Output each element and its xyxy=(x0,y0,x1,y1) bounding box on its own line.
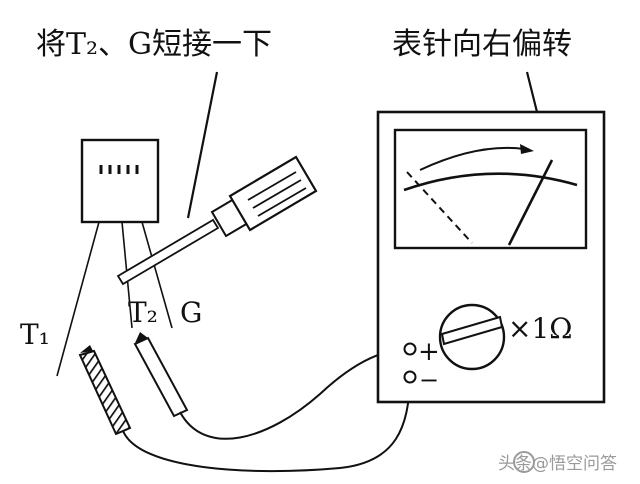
left-instruction-caption: 将T₂、G短接一下 xyxy=(36,27,272,62)
black-probe-body xyxy=(78,349,132,436)
screwdriver-handle-grooves xyxy=(247,171,307,217)
range-label: ×1Ω xyxy=(508,312,573,345)
black-probe-tip xyxy=(80,345,93,353)
deflection-arrowhead xyxy=(520,144,534,154)
screwdriver xyxy=(116,155,318,286)
right-caption-leader xyxy=(525,71,539,113)
deflection-arrow xyxy=(419,146,525,171)
t2-label: T₂ xyxy=(128,296,158,329)
needle-rest-position xyxy=(406,171,473,244)
multimeter: ×1Ω + − xyxy=(376,110,606,404)
red-lead-wire xyxy=(179,348,407,440)
plus-terminal xyxy=(403,342,417,356)
screwdriver-handle xyxy=(228,155,318,232)
needle-deflected xyxy=(507,159,554,246)
scr-body-marks xyxy=(99,165,139,174)
meter-scale-arc xyxy=(403,172,578,192)
meter-dial-window xyxy=(393,128,588,250)
red-probe xyxy=(133,332,189,418)
red-probe-tip xyxy=(135,332,148,343)
minus-terminal xyxy=(403,370,417,384)
range-knob-pointer xyxy=(440,315,504,346)
right-instruction-caption: 表针向右偏转 xyxy=(392,27,572,62)
plus-terminal-label: + xyxy=(418,337,440,367)
g-label: G xyxy=(180,296,202,329)
t1-label: T₁ xyxy=(20,318,50,351)
black-probe xyxy=(78,345,132,436)
watermark-text: 头条@悟空问答 xyxy=(498,454,617,474)
red-probe-body xyxy=(133,336,189,418)
screwdriver-shaft xyxy=(116,218,220,286)
watermark: 头条@悟空问答 xyxy=(498,451,617,474)
left-caption-leader xyxy=(186,71,219,219)
watermark-logo-icon xyxy=(513,451,535,473)
minus-terminal-label: − xyxy=(419,366,439,394)
t1-pin xyxy=(56,221,100,377)
g-pin xyxy=(141,221,173,329)
black-lead-wire xyxy=(122,376,411,473)
scr-body xyxy=(80,138,160,224)
scr-component xyxy=(56,138,173,377)
range-selector-knob xyxy=(438,303,506,371)
